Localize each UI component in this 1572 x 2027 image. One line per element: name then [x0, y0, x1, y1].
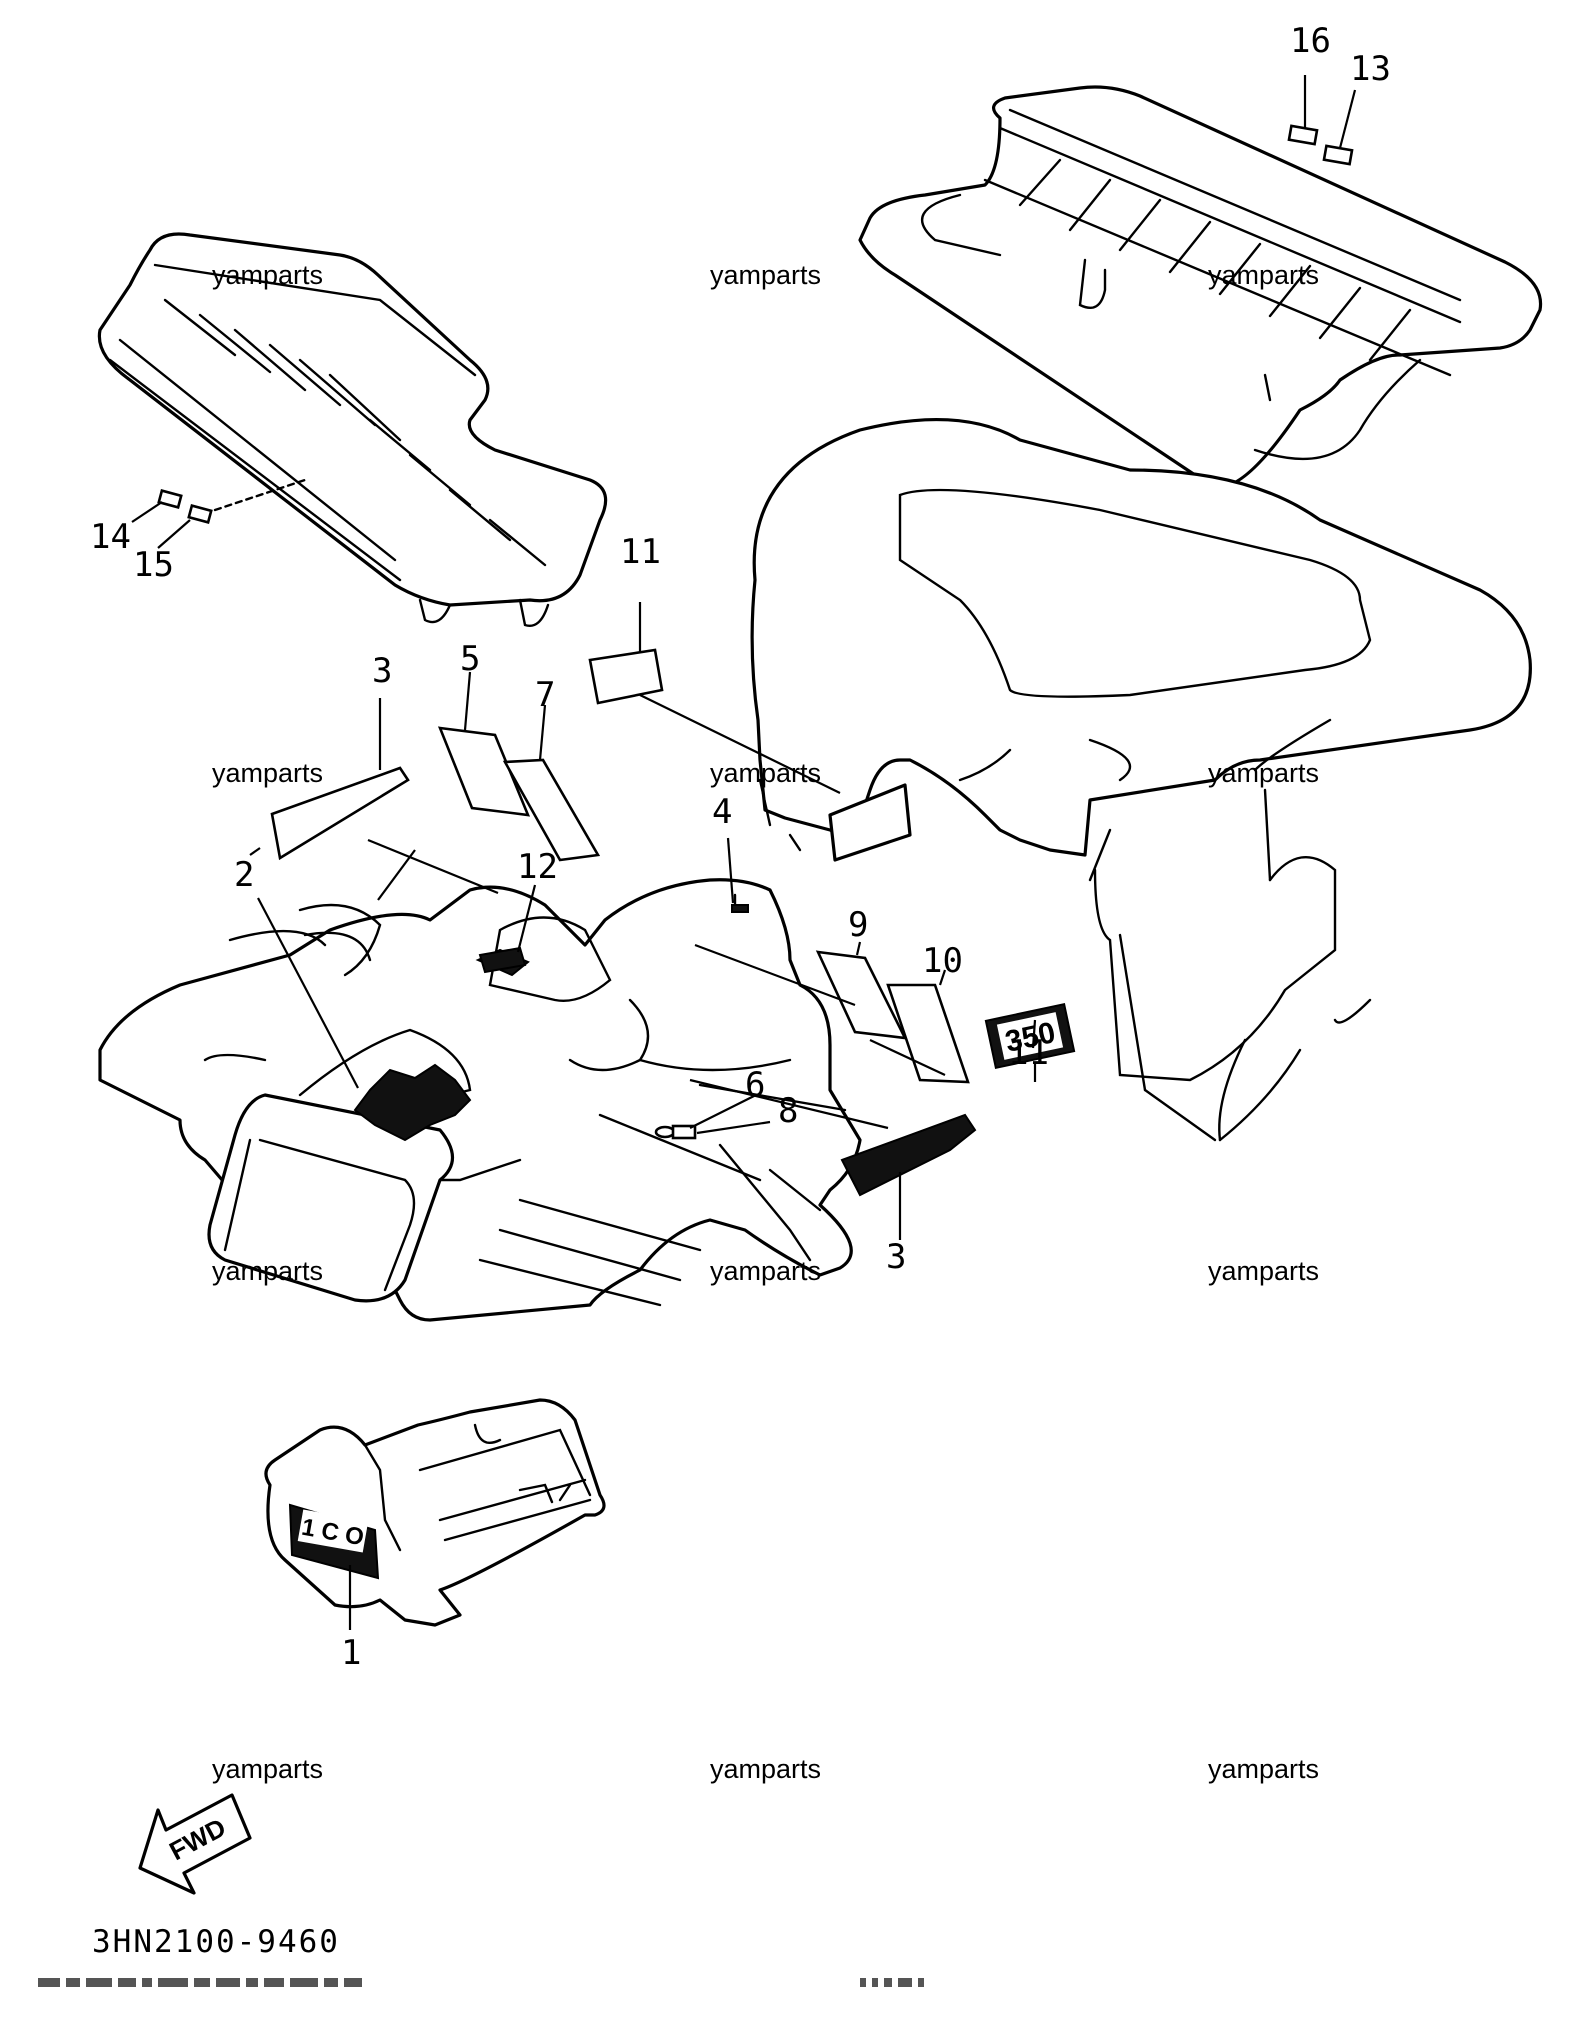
callout-9: 9: [848, 905, 869, 945]
watermark: yamparts: [1208, 758, 1320, 788]
decal-part-11-upper: [588, 602, 841, 794]
callout-3-right: 3: [886, 1237, 907, 1277]
decal-part-2: [353, 1063, 472, 1142]
watermark: yamparts: [710, 1256, 822, 1286]
rear-fender-side-decal: [758, 778, 912, 862]
front-panel-detail: 1 C O: [264, 1398, 606, 1630]
callout-7: 7: [535, 675, 556, 715]
decal-part-5: [437, 726, 531, 817]
callout-12: 12: [517, 847, 558, 887]
decal-part-8: [671, 1124, 697, 1140]
watermark: yamparts: [212, 260, 324, 290]
decal-part-13: [1322, 144, 1354, 166]
scan-artifact-row: [860, 1972, 930, 1987]
callout-3-left: 3: [372, 651, 393, 691]
rear-fender: 350: [750, 418, 1532, 1142]
front-fender: [98, 837, 977, 1322]
loose-decals: [249, 671, 970, 1084]
callout-14: 14: [90, 517, 131, 557]
decal-part-14: [157, 489, 183, 509]
callout-1: 1: [341, 1633, 362, 1673]
callout-13: 13: [1350, 49, 1391, 89]
watermark: yamparts: [710, 1754, 822, 1784]
callout-2: 2: [234, 855, 255, 895]
callout-15: 15: [133, 545, 174, 585]
decal-part-4: [731, 904, 749, 913]
decal-part-3-right: [840, 1113, 977, 1197]
decal-part-15: [187, 504, 213, 524]
decal-part-16: [1287, 124, 1319, 146]
decal-part-3-left: [270, 766, 410, 861]
watermark: yamparts: [1208, 1754, 1320, 1784]
watermark: yamparts: [1208, 1256, 1320, 1286]
watermark: yamparts: [710, 260, 822, 290]
decal-part-7: [502, 758, 601, 862]
callout-5: 5: [460, 639, 481, 679]
decal-part-6: [654, 1125, 676, 1139]
watermark: yamparts: [212, 1256, 324, 1286]
callout-16: 16: [1290, 21, 1331, 61]
callout-10: 10: [922, 941, 963, 981]
watermark: yamparts: [1208, 260, 1320, 290]
callout-11-lower: 11: [1008, 1033, 1049, 1073]
callout-4: 4: [712, 792, 733, 832]
callout-11-upper: 11: [620, 532, 661, 572]
callout-8: 8: [778, 1091, 799, 1131]
callout-6: 6: [745, 1065, 766, 1105]
decal-part-12: [478, 946, 527, 974]
decal-part-10: [886, 983, 970, 1084]
scan-artifact-row: [38, 1972, 368, 1987]
drawing-code: 3HN2100-9460: [92, 1924, 340, 1960]
rear-carrier-rack: [858, 75, 1543, 489]
watermark: yamparts: [212, 1754, 324, 1784]
front-carrier-rack: [97, 232, 608, 627]
fwd-arrow: FWD: [138, 1793, 252, 1895]
watermark: yamparts: [212, 758, 324, 788]
watermark: yamparts: [710, 758, 822, 788]
